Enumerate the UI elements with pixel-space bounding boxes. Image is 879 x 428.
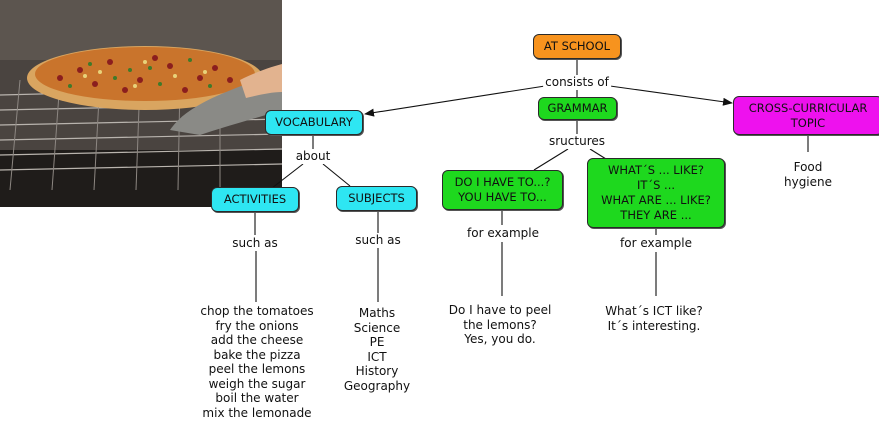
node-at-school[interactable]: AT SCHOOL	[533, 34, 621, 59]
link-such-as-subjects: such as	[353, 233, 403, 248]
link-for-example-do: for example	[465, 226, 541, 241]
node-whats-like[interactable]: WHAT´S ... LIKE? IT´S ... WHAT ARE ... L…	[587, 158, 725, 228]
link-for-example-like: for example	[618, 236, 694, 251]
leaf-food-hygiene: Food hygiene	[783, 160, 833, 189]
link-about: about	[293, 149, 333, 164]
node-vocabulary[interactable]: VOCABULARY	[265, 110, 363, 135]
node-activities[interactable]: ACTIVITIES	[211, 187, 299, 212]
link-consists-of: consists of	[543, 75, 611, 90]
leaf-subjects-list: Maths Science PE ICT History Geography	[343, 306, 411, 393]
leaf-do-example: Do I have to peel the lemons? Yes, you d…	[448, 303, 552, 346]
link-such-as-activities: such as	[230, 236, 280, 251]
node-cross-curricular-topic[interactable]: CROSS-CURRICULAR TOPIC	[733, 96, 879, 135]
leaf-activities-list: chop the tomatoes fry the onions add the…	[200, 304, 314, 420]
leaf-like-example: What´s ICT like? It´s interesting.	[605, 304, 703, 333]
node-do-i-have-to[interactable]: DO I HAVE TO...? YOU HAVE TO...	[442, 170, 563, 210]
link-sructures: sructures	[546, 134, 608, 149]
node-subjects[interactable]: SUBJECTS	[336, 186, 417, 211]
pizza-in-oven-photo	[0, 0, 282, 207]
node-grammar[interactable]: GRAMMAR	[538, 97, 617, 120]
